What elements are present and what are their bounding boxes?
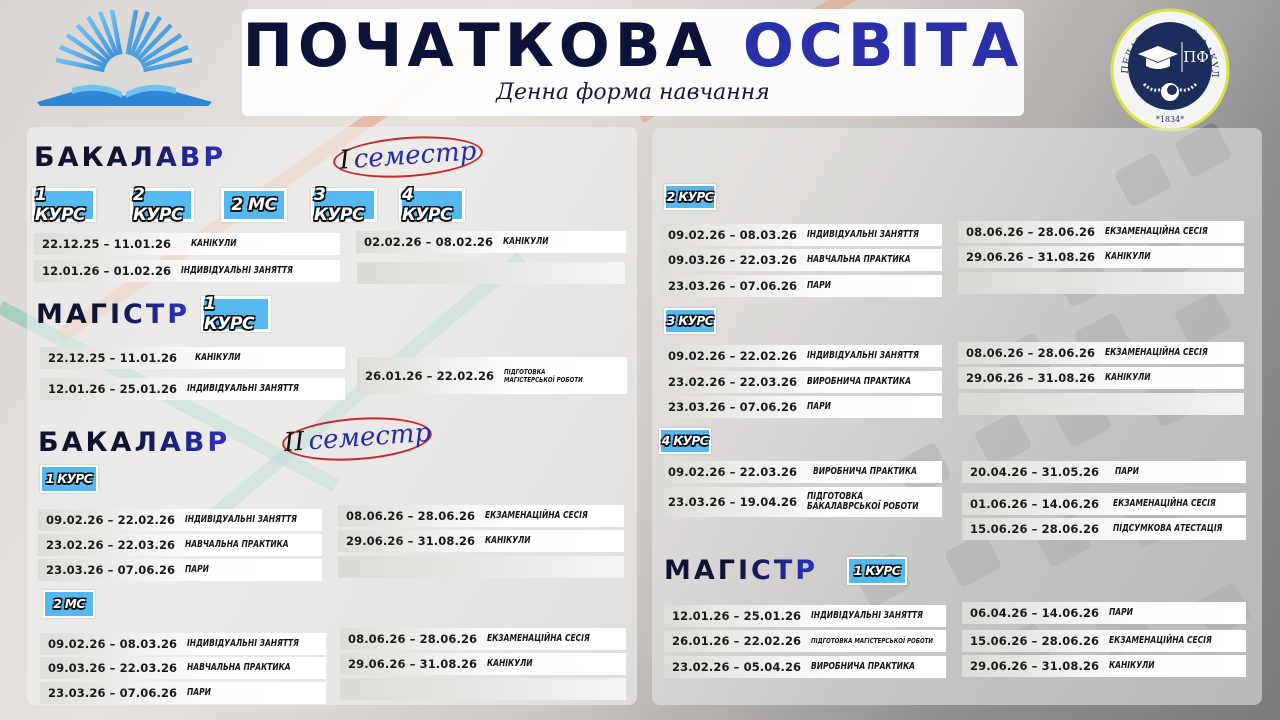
- course-badge-3-sem2[interactable]: 3 КУРС: [664, 308, 716, 334]
- master-heading-sem2: МАГІСТР: [664, 555, 819, 586]
- page-title: ПОЧАТКОВА ОСВІТА: [242, 11, 1024, 81]
- course-badge-2[interactable]: 2 КУРС: [130, 185, 194, 225]
- sunburst-book-logo-icon: [37, 10, 212, 106]
- schedule-row: 23.02.26 – 22.03.26 ВИРОБНИЧА ПРАКТИКА: [660, 371, 942, 393]
- schedule-row: 23.02.26 – 05.04.26 ВИРОБНИЧА ПРАКТИКА: [664, 656, 946, 678]
- schedule-row: 08.06.26 – 28.06.26 ЕКЗАМЕНАЦІЙНА СЕСІЯ: [958, 221, 1244, 243]
- page-subtitle: Денна форма навчання: [496, 80, 770, 105]
- schedule-row: 12.01.26 – 25.01.26 ІНДИВІДУАЛЬНІ ЗАНЯТТ…: [40, 378, 345, 400]
- course-badge-4[interactable]: 4 КУРС: [399, 185, 465, 225]
- schedule-row-empty: [958, 393, 1244, 415]
- schedule-row: 29.06.26 – 31.08.26 КАНІКУЛИ: [958, 367, 1244, 389]
- schedule-row: 26.01.26 – 22.02.26 ПІДГОТОВКА МАГІСТЕРС…: [664, 630, 946, 652]
- course-badge-3[interactable]: 3 КУРС: [311, 185, 377, 225]
- schedule-row: 09.02.26 – 22.02.26 ІНДИВІДУАЛЬНІ ЗАНЯТТ…: [660, 345, 942, 367]
- faculty-seal-logo-icon: ПЕДАГОГІЧНИЙ ФАКУЛЬТЕТ ПФ *1834*: [1108, 8, 1230, 132]
- title-part-2: ОСВІТА: [742, 11, 1024, 81]
- course-badge-master-1-sem2[interactable]: 1 КУРС: [847, 557, 907, 585]
- schedule-row: 23.03.26 – 07.06.26 ПАРИ: [40, 682, 326, 704]
- schedule-row: 06.04.26 – 14.06.26 ПАРИ: [962, 602, 1246, 624]
- schedule-row: 26.01.26 – 22.02.26 ПІДГОТОВКА МАГІСТЕРС…: [357, 357, 627, 394]
- schedule-row: 29.06.26 – 31.08.26 КАНІКУЛИ: [340, 653, 626, 675]
- schedule-row: 29.06.26 – 31.08.26 КАНІКУЛИ: [962, 655, 1246, 677]
- schedule-row-empty: [340, 678, 626, 700]
- schedule-row: 23.03.26 – 19.04.26 ПІДГОТОВКА БАКАЛАВРС…: [660, 487, 942, 517]
- schedule-row: 29.06.26 – 31.08.26 КАНІКУЛИ: [958, 246, 1244, 268]
- svg-text:ПФ: ПФ: [1183, 48, 1209, 66]
- course-badge-4-sem2[interactable]: 4 КУРС: [659, 428, 711, 454]
- schedule-row: 09.03.26 – 22.03.26 НАВЧАЛЬНА ПРАКТИКА: [660, 249, 942, 271]
- bachelor-heading-sem2: БАКАЛАВР: [38, 427, 231, 458]
- schedule-row: 23.03.26 – 07.06.26 ПАРИ: [660, 275, 942, 297]
- schedule-row: 08.06.26 – 28.06.26 ЕКЗАМЕНАЦІЙНА СЕСІЯ: [338, 505, 624, 527]
- schedule-row: 15.06.26 – 28.06.26 ПІДСУМКОВА АТЕСТАЦІЯ: [962, 518, 1246, 540]
- master-heading: МАГІСТР: [36, 299, 191, 330]
- schedule-row-empty: [958, 272, 1244, 294]
- course-badge-1[interactable]: 1 КУРС: [32, 185, 96, 225]
- course-badge-2ms-sem2[interactable]: 2 МС: [43, 590, 95, 618]
- schedule-row: 09.03.26 – 22.03.26 НАВЧАЛЬНА ПРАКТИКА: [40, 657, 326, 679]
- schedule-row: 15.06.26 – 28.06.26 ЕКЗАМЕНАЦІЙНА СЕСІЯ: [962, 630, 1246, 652]
- schedule-row: 09.02.26 – 08.03.26 ІНДИВІДУАЛЬНІ ЗАНЯТТ…: [660, 224, 942, 246]
- schedule-row: 22.12.25 – 11.01.26 КАНІКУЛИ: [40, 347, 345, 369]
- schedule-row: 23.03.26 – 07.06.26 ПАРИ: [660, 396, 942, 418]
- title-part-1: ПОЧАТКОВА: [242, 11, 717, 81]
- schedule-row: 29.06.26 – 31.08.26 КАНІКУЛИ: [338, 530, 624, 552]
- schedule-row: 12.01.26 – 25.01.26 ІНДИВІДУАЛЬНІ ЗАНЯТТ…: [664, 605, 946, 627]
- course-badge-2ms[interactable]: 2 МС: [221, 188, 287, 222]
- schedule-row: 20.04.26 – 31.05.26 ПАРИ: [962, 461, 1246, 483]
- schedule-row: 23.03.26 – 07.06.26 ПАРИ: [38, 559, 322, 581]
- schedule-row: 08.06.26 – 28.06.26 ЕКЗАМЕНАЦІЙНА СЕСІЯ: [340, 628, 626, 650]
- schedule-row: 09.02.26 – 08.03.26 ІНДИВІДУАЛЬНІ ЗАНЯТТ…: [40, 633, 326, 655]
- course-badge-master-1[interactable]: 1 КУРС: [201, 294, 271, 334]
- schedule-row: 01.06.26 – 14.06.26 ЕКЗАМЕНАЦІЙНА СЕСІЯ: [962, 493, 1246, 515]
- schedule-row: 12.01.26 – 01.02.26 ІНДИВІДУАЛЬНІ ЗАНЯТТ…: [34, 260, 340, 282]
- left-panel: [27, 127, 637, 705]
- schedule-row: 09.02.26 – 22.03.26 ВИРОБНИЧА ПРАКТИКА: [660, 461, 942, 483]
- schedule-row: 02.02.26 – 08.02.26 КАНІКУЛИ: [356, 231, 626, 253]
- schedule-row-empty: [357, 262, 625, 284]
- course-badge-1-sem2[interactable]: 1 КУРС: [40, 465, 98, 493]
- schedule-row: 09.02.26 – 22.02.26 ІНДИВІДУАЛЬНІ ЗАНЯТТ…: [38, 509, 322, 531]
- schedule-row-empty: [338, 556, 624, 578]
- schedule-row: 23.02.26 – 22.03.26 НАВЧАЛЬНА ПРАКТИКА: [38, 534, 322, 556]
- bachelor-heading: БАКАЛАВР: [34, 142, 227, 173]
- schedule-row: 22.12.25 – 11.01.26 КАНІКУЛИ: [34, 233, 340, 255]
- svg-text:*1834*: *1834*: [1156, 115, 1184, 124]
- schedule-row: 08.06.26 – 28.06.26 ЕКЗАМЕНАЦІЙНА СЕСІЯ: [958, 342, 1244, 364]
- title-banner: ПОЧАТКОВА ОСВІТА Денна форма навчання: [242, 9, 1024, 116]
- course-badge-2-sem2[interactable]: 2 КУРС: [664, 184, 716, 210]
